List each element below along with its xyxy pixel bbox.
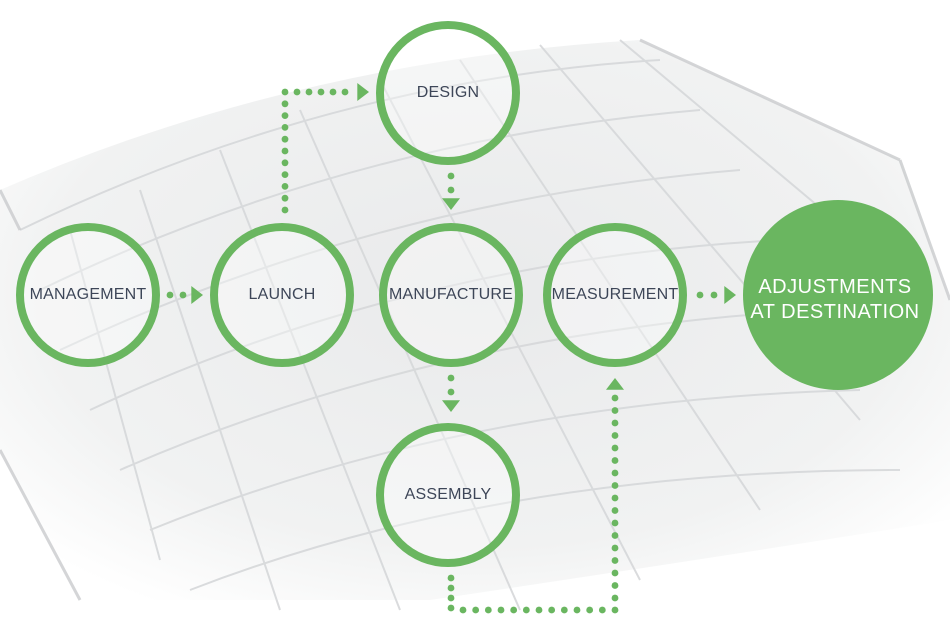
connector-launch-to-design <box>281 88 349 214</box>
connector-design-to-manufacture <box>447 172 455 194</box>
node-label-design: DESIGN <box>416 84 480 101</box>
arrow-management-to-launch <box>191 286 203 304</box>
node-circle-design <box>376 21 520 165</box>
connector-measurement-to-adjustments <box>696 291 718 299</box>
node-label-adjustments-at-destination: ADJUSTMENTS AT DESTINATION <box>750 276 920 323</box>
node-circle-measurement <box>543 223 687 367</box>
node-label-assembly: ASSEMBLY <box>404 486 492 503</box>
connector-manufacture-to-assembly <box>447 374 455 396</box>
arrow-launch-to-design <box>357 83 369 101</box>
node-circle-assembly <box>376 423 520 567</box>
arrow-manufacture-to-assembly <box>442 400 460 412</box>
node-label-manufacture: MANUFACTURE <box>389 286 513 303</box>
arrow-design-to-manufacture <box>442 198 460 210</box>
node-label-launch: LAUNCH <box>248 286 316 303</box>
arrow-measurement-to-adjustments <box>724 286 736 304</box>
node-circle-manufacture <box>379 223 523 367</box>
node-circle-launch <box>210 223 354 367</box>
node-label-measurement: MEASUREMENT <box>551 286 679 303</box>
node-circle-management <box>16 223 160 367</box>
connector-management-to-launch <box>166 291 187 299</box>
node-circle-adjustments <box>743 200 933 390</box>
node-label-management: MANAGEMENT <box>29 286 147 303</box>
connector-assembly-to-measurement <box>447 394 619 614</box>
arrow-assembly-to-measurement <box>606 378 624 390</box>
